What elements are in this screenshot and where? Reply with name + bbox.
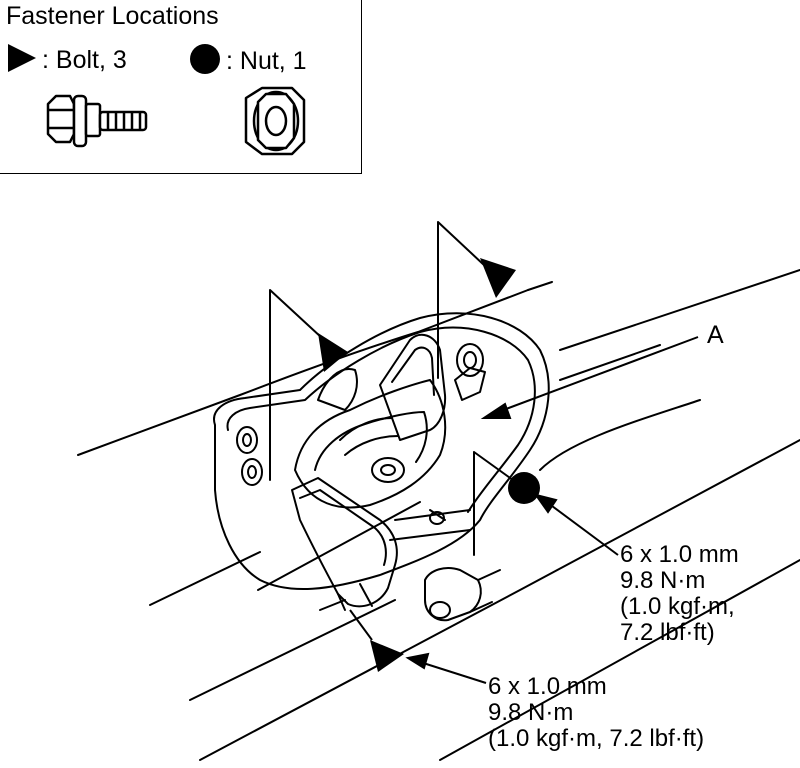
- panel-outline: [559, 344, 661, 381]
- legend-title: Fastener Locations: [6, 2, 219, 30]
- panel-outline: [439, 559, 800, 761]
- bolt-size: 6 x 1.0 mm: [488, 673, 607, 700]
- nut-size: 6 x 1.0 mm: [620, 541, 739, 568]
- panel-outline: [77, 289, 529, 456]
- part-a-label: A: [707, 321, 724, 349]
- legend-nut-entry: : Nut, 1: [190, 44, 307, 76]
- nut-illustration-icon: [244, 86, 306, 156]
- bolt-marker-icon: [318, 333, 348, 372]
- arrow-nut-icon: [533, 493, 558, 514]
- nut-torque-spec: 6 x 1.0 mm 9.8 N·m (1.0 kgf·m, 7.2 lbf·f…: [620, 542, 739, 646]
- legend-bolt-entry: : Bolt, 3: [8, 44, 127, 75]
- bolt-torque-spec: 6 x 1.0 mm 9.8 N·m (1.0 kgf·m, 7.2 lbf·f…: [488, 674, 704, 752]
- fastener-legend: [0, 0, 362, 174]
- bracket-base: [213, 312, 550, 591]
- nut-torque: 9.8 N·m: [620, 567, 706, 594]
- bolt-torque-alt: (1.0 kgf·m, 7.2 lbf·ft): [488, 725, 705, 752]
- nut-torque-kgf: (1.0 kgf·m,: [620, 593, 735, 620]
- panel-outline: [527, 281, 553, 291]
- arrow-bolt-icon: [405, 652, 430, 670]
- bolt-marker-icon: [480, 258, 516, 298]
- nut-torque-lbf: 7.2 lbf·ft): [620, 619, 715, 646]
- bolt-torque: 9.8 N·m: [488, 699, 574, 726]
- panel-outline: [539, 399, 701, 471]
- cable-bracket: [424, 567, 482, 622]
- bolt-label: : Bolt, 3: [42, 46, 127, 74]
- nut-label: : Nut, 1: [226, 47, 307, 75]
- leader-line: [437, 221, 501, 379]
- bolt-illustration-icon: [46, 94, 148, 148]
- panel-outline: [559, 269, 800, 351]
- nut-marker-icon: [508, 472, 540, 504]
- latch-hook: [379, 333, 447, 441]
- arrow-a-icon: [480, 402, 512, 419]
- bolt-marker-icon: [370, 640, 404, 672]
- release-lever: [291, 477, 398, 608]
- filled-circle-marker-icon: [190, 44, 220, 74]
- panel-outline: [149, 439, 800, 761]
- legend-illustrations: [46, 86, 306, 156]
- triangle-marker-icon: [8, 44, 36, 72]
